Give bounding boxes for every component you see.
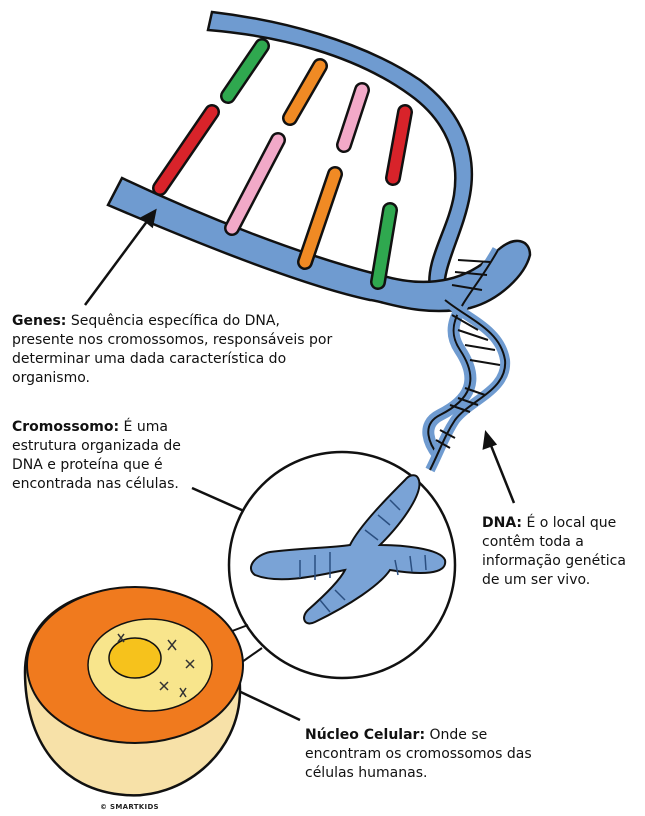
- nucleo-term: Núcleo Celular:: [305, 727, 425, 743]
- cromossomo-label: Cromossomo: É uma estrutura organizada d…: [12, 418, 197, 494]
- dna-term: DNA:: [482, 515, 522, 531]
- dna-label: DNA: É o local que contêm toda a informa…: [482, 514, 640, 590]
- nucleo-label: Núcleo Celular: Onde se encontram os cro…: [305, 726, 535, 783]
- genes-term: Genes:: [12, 313, 66, 329]
- dna-arrow-line: [490, 443, 514, 503]
- nucleolus: [109, 638, 161, 678]
- genes-label: Genes: Sequência específica do DNA, pres…: [12, 312, 342, 388]
- smartkids-credit: © SMARTKIDS: [100, 803, 159, 811]
- cromossomo-term: Cromossomo:: [12, 419, 119, 435]
- genes-arrow-line: [85, 220, 148, 305]
- cell-cutaway: [25, 587, 243, 795]
- dna-arrowhead: [484, 433, 495, 448]
